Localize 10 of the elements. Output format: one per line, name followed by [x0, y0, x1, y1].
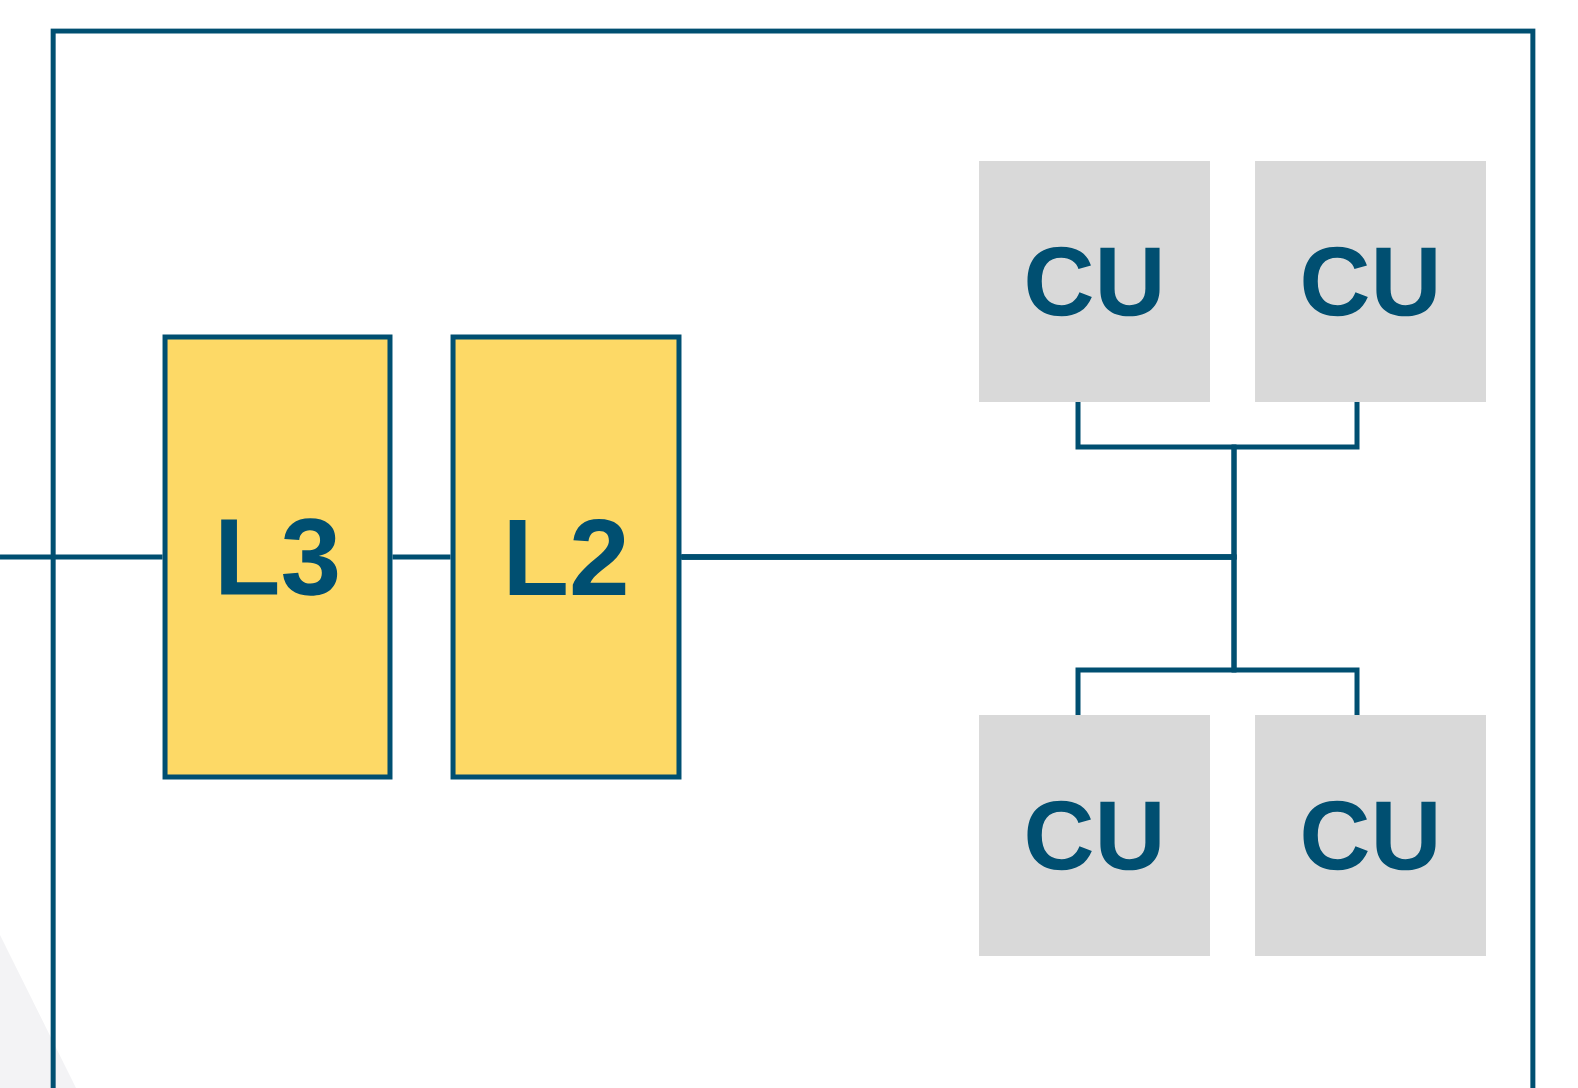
connector-line [681, 554, 1360, 715]
compute-unit-box: CU [1255, 715, 1486, 956]
connector-line [0, 554, 163, 560]
connector-line [392, 554, 451, 560]
cache-box: L2 [450, 334, 682, 780]
compute-unit-box: CU [979, 715, 1210, 956]
compute-unit-box: CU [979, 161, 1210, 402]
outer-frame-box [50, 28, 1536, 1088]
compute-unit-box: CU [1255, 161, 1486, 402]
cache-box: L3 [162, 334, 393, 780]
